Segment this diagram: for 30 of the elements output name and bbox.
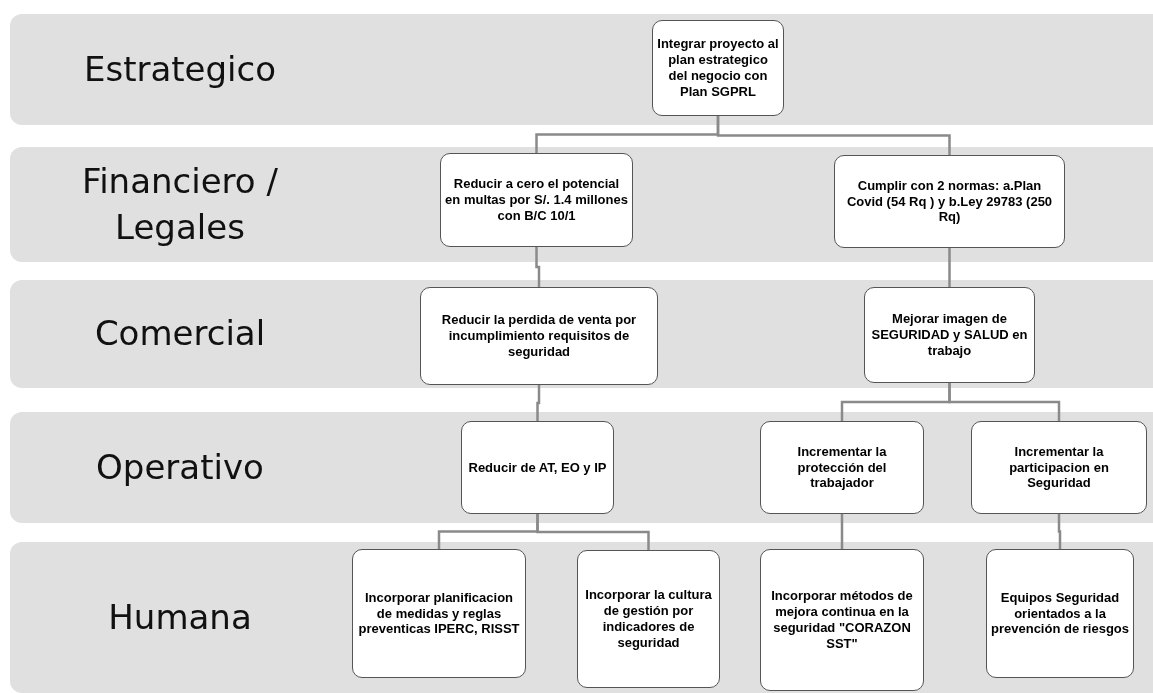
connector-line [536,385,541,421]
objective-box: Integrar proyecto al plan estrategico del negocio con Plan SGPRL [652,20,784,116]
connector-line [948,383,1061,421]
row-label: Humana [107,595,253,639]
row-label: Financiero / Legales [81,159,279,249]
row-label: Operativo [95,445,265,489]
connector-line [716,116,951,155]
objective-box: Cumplir con 2 normas: a.Plan Covid (54 Rq ) y b.Ley 29783 (250 Rq) [834,155,1065,248]
objective-box: Incorporar la cultura de gestión por indicadores de seguridad [577,550,720,688]
objective-box: Reducir a cero el potencial en multas por S/. 1.4 millones con B/C 10/1 [440,153,633,247]
objective-box: Reducir de AT, EO y IP [461,421,614,514]
connector-line [840,514,844,549]
row-band [10,280,1153,388]
connector-line [536,514,650,550]
objective-box: Incrementar la participacion en Seguridad [971,421,1147,514]
objective-box: Incrementar la protección del trabajador [760,421,924,514]
objective-box: Incorporar métodos de mejora continua en la seguridad "CORAZON SST" [760,549,924,691]
connector-line [535,247,541,287]
objective-box: Reducir la perdida de venta por incumplimiento requisitos de seguridad [420,287,658,385]
row-band [10,412,1153,523]
connector-line [948,248,951,287]
objective-box: Mejorar imagen de SEGURIDAD y SALUD en trabajo [864,287,1035,383]
row-label: Comercial [93,312,267,356]
row-band [10,147,1153,262]
row-label: Estrategico [82,47,278,91]
row-band [10,542,1153,693]
row-band [10,14,1153,125]
objective-box: Incorporar planificacion de medidas y reglas preventicas IPERC, RISST [352,549,526,678]
connector-line [1057,514,1062,549]
objective-box: Equipos Seguridad orientados a la prevención de riesgos [986,549,1134,678]
